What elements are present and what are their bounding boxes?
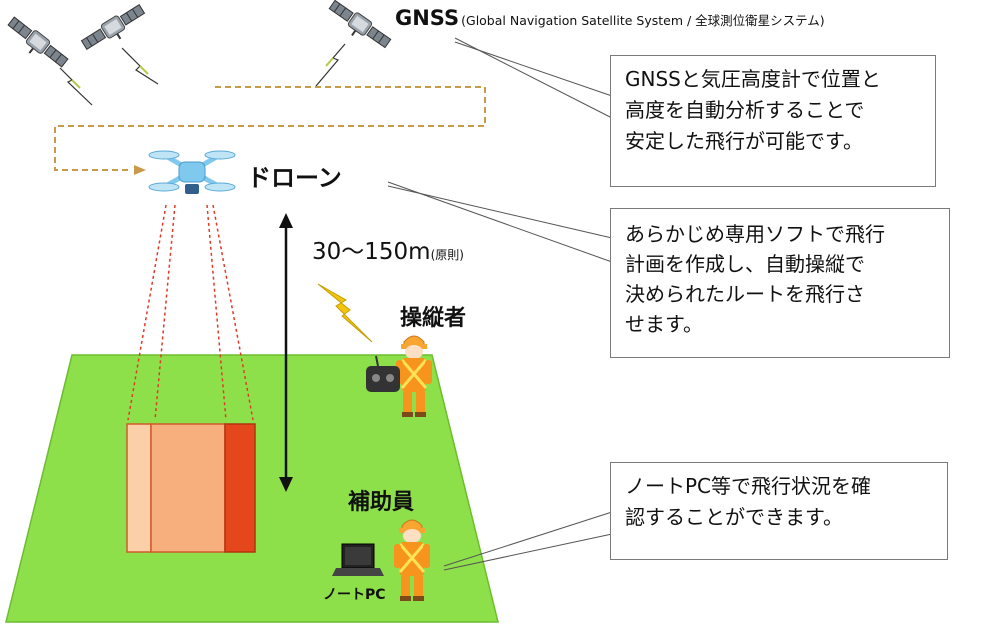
callout-route: あらかじめ専用ソフトで飛行 計画を作成し、自動操縦で 決められたルートを飛行さ …	[610, 208, 950, 358]
laptop-label: ノートPC	[323, 587, 386, 603]
altitude-label: 30～150m(原則)	[312, 232, 464, 266]
gnss-label: GNSS	[395, 6, 460, 30]
camera-view-lines	[127, 204, 254, 421]
callout-line: 計画を作成し、自動操縦で	[625, 252, 865, 276]
callout-line: 安定した飛行が可能です。	[625, 129, 863, 153]
drone-icon	[148, 150, 236, 194]
gnss-subtitle: (Global Navigation Satellite System / 全球…	[461, 13, 825, 28]
gnss-title: GNSS(Global Navigation Satellite System …	[395, 6, 825, 30]
satellite-icon	[323, 0, 394, 56]
callout-line: あらかじめ専用ソフトで飛行	[625, 222, 885, 246]
drone-label: ドローン	[247, 164, 342, 192]
building	[126, 423, 256, 553]
callout-line: 認することができます。	[625, 505, 843, 529]
callout-line: 高度を自動分析することで	[625, 98, 865, 122]
callout-line: GNSSと気圧高度計で位置と	[625, 67, 881, 91]
assistant-label: 補助員	[348, 490, 415, 515]
flight-path-arrow	[134, 165, 146, 175]
flight-path	[54, 86, 486, 171]
callout-line: ノートPC等で飛行状況を確	[625, 474, 872, 498]
lightning-icon	[317, 283, 373, 343]
callout-line: 決められたルートを飛行さ	[625, 282, 865, 306]
laptop-icon	[332, 543, 384, 576]
altitude-note: (原則)	[430, 248, 464, 262]
callout-pc: ノートPC等で飛行状況を確 認することができます。	[610, 462, 948, 560]
altitude-arrow	[279, 213, 293, 492]
satellite-icon	[78, 1, 151, 58]
altitude-value: 30～150m	[312, 239, 431, 265]
controller-icon	[366, 355, 400, 392]
callout-line: せます。	[625, 312, 703, 336]
callout-gnss: GNSSと気圧高度計で位置と 高度を自動分析することで 安定した飛行が可能です。	[610, 55, 936, 187]
operator-label: 操縦者	[400, 306, 467, 331]
signal-lines	[59, 43, 346, 106]
satellite-icon	[1, 13, 71, 75]
callout-pointers	[387, 37, 613, 571]
